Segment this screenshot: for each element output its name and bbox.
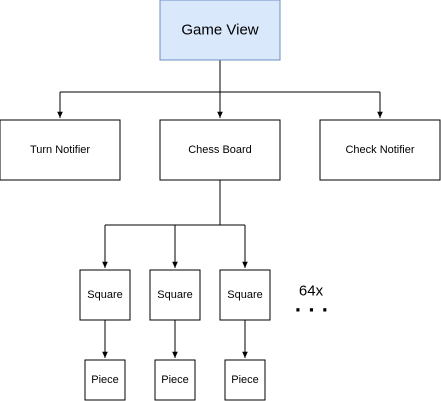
node-square-1: Square	[79, 269, 131, 321]
ellipsis-indicator: · · ·	[295, 298, 329, 323]
node-turn-notifier-box	[0, 119, 121, 181]
node-piece-3-box	[224, 359, 266, 401]
node-piece-2-label: Piece	[161, 374, 189, 386]
node-chess-board: Chess Board	[159, 119, 281, 181]
node-square-1-label: Square	[87, 289, 122, 301]
node-square-2: Square	[149, 269, 201, 321]
node-check-notifier-label: Check Notifier	[345, 144, 414, 156]
node-square-1-box	[79, 269, 131, 321]
node-piece-3: Piece	[224, 359, 266, 401]
node-piece-1-label: Piece	[91, 374, 119, 386]
node-piece-2: Piece	[154, 359, 196, 401]
connectors-level-1	[57, 60, 383, 118]
connectors-level-2	[102, 180, 248, 268]
multiplier-label: 64x	[299, 283, 324, 300]
node-check-notifier-box	[319, 119, 441, 181]
node-chess-board-box	[159, 119, 281, 181]
node-square-3-label: Square	[227, 289, 262, 301]
node-square-2-label: Square	[157, 289, 192, 301]
node-turn-notifier-label: Turn Notifier	[30, 144, 90, 156]
node-square-3-box	[219, 269, 271, 321]
node-turn-notifier: Turn Notifier	[0, 119, 121, 181]
node-piece-3-label: Piece	[231, 374, 259, 386]
node-game-view-label: Game View	[181, 22, 258, 39]
node-game-view: Game View	[159, 0, 281, 61]
node-chess-board-label: Chess Board	[188, 144, 252, 156]
connectors-level-3	[102, 320, 248, 358]
node-square-2-box	[149, 269, 201, 321]
node-square-3: Square	[219, 269, 271, 321]
node-game-view-box	[159, 0, 281, 61]
node-piece-1: Piece	[84, 359, 126, 401]
node-piece-1-box	[84, 359, 126, 401]
node-check-notifier: Check Notifier	[319, 119, 441, 181]
node-piece-2-box	[154, 359, 196, 401]
